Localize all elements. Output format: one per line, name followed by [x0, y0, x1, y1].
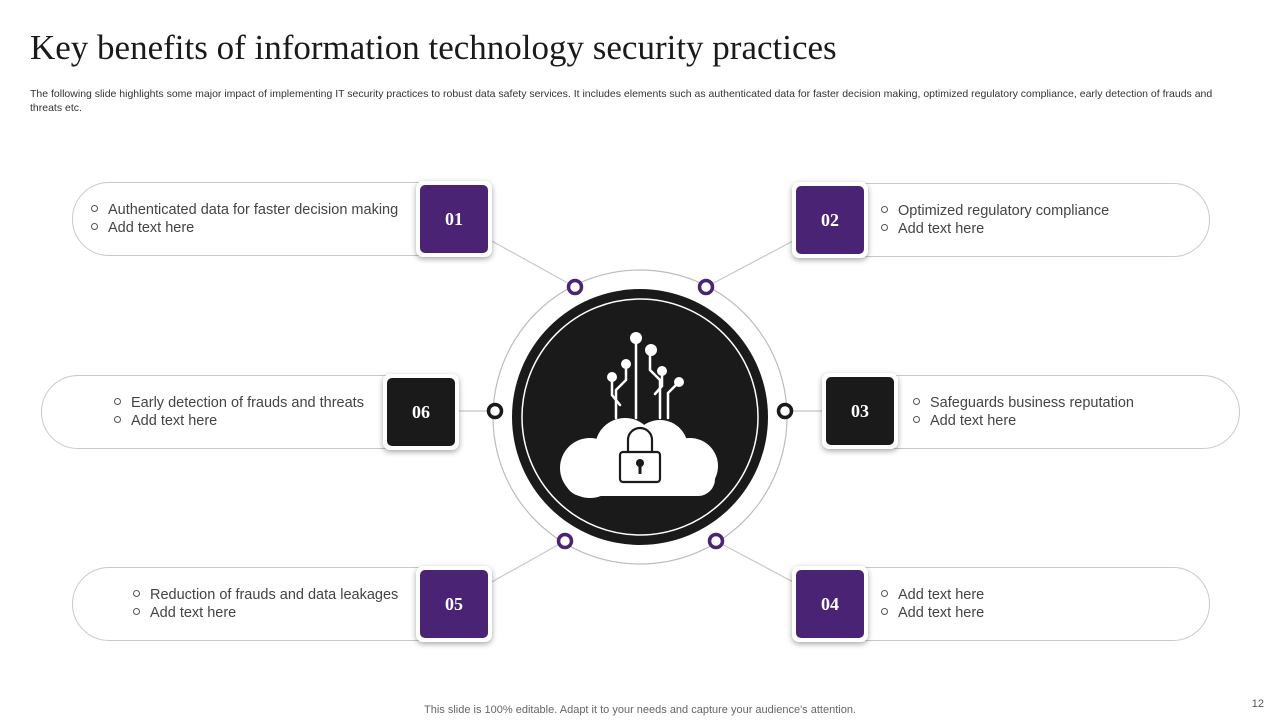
number-badge-05: 05: [416, 566, 492, 642]
connector-lines: [455, 239, 825, 584]
benefit-item: Add text here: [881, 220, 1109, 238]
badge-label: 06: [387, 378, 455, 446]
benefit-card-05: Reduction of frauds and data leakages Ad…: [72, 567, 472, 641]
ring-dot-icon: [486, 402, 504, 420]
benefit-card-04: Add text here Add text here: [808, 567, 1210, 641]
benefit-card-02: Optimized regulatory compliance Add text…: [808, 183, 1210, 257]
circle-bullet-icon: [881, 590, 888, 597]
benefit-text: Reduction of frauds and data leakages: [150, 587, 399, 603]
benefit-text: Authenticated data for faster decision m…: [108, 202, 399, 218]
benefit-card-01: Authenticated data for faster decision m…: [72, 182, 472, 256]
benefit-item: Early detection of frauds and threats: [114, 394, 364, 412]
center-disc: [512, 289, 768, 545]
circle-bullet-icon: [881, 608, 888, 615]
ring-dot-icon: [566, 278, 584, 296]
benefit-text: Safeguards business reputation: [930, 395, 1134, 411]
benefit-text: Add text here: [898, 221, 985, 237]
benefit-text: Add text here: [930, 413, 1017, 429]
badge-label: 05: [420, 570, 488, 638]
benefit-list: Reduction of frauds and data leakages Ad…: [133, 586, 398, 622]
benefit-list: Authenticated data for faster decision m…: [91, 201, 398, 237]
circle-bullet-icon: [114, 416, 121, 423]
circle-bullet-icon: [91, 205, 98, 212]
benefit-text: Add text here: [131, 413, 218, 429]
benefit-card-03: Safeguards business reputation Add text …: [840, 375, 1240, 449]
benefit-item: Authenticated data for faster decision m…: [91, 201, 398, 219]
circle-bullet-icon: [913, 416, 920, 423]
benefit-list: Safeguards business reputation Add text …: [913, 394, 1134, 430]
benefit-list: Early detection of frauds and threats Ad…: [114, 394, 364, 430]
number-badge-04: 04: [792, 566, 868, 642]
circle-bullet-icon: [91, 223, 98, 230]
slide-title: Key benefits of information technology s…: [30, 28, 837, 67]
benefit-item: Add text here: [91, 219, 398, 237]
benefit-item: Optimized regulatory compliance: [881, 202, 1109, 220]
badge-label: 03: [826, 377, 894, 445]
benefit-text: Early detection of frauds and threats: [131, 395, 364, 411]
benefit-item: Add text here: [114, 412, 364, 430]
benefit-text: Add text here: [150, 605, 237, 621]
ring-dot-icon: [556, 532, 574, 550]
slide-subtitle: The following slide highlights some majo…: [30, 88, 1213, 114]
ring-dot-icon: [776, 402, 794, 420]
benefit-item: Add text here: [133, 604, 398, 622]
number-badge-02: 02: [792, 182, 868, 258]
benefit-list: Add text here Add text here: [881, 586, 984, 622]
benefit-item: Add text here: [881, 586, 984, 604]
circle-bullet-icon: [913, 398, 920, 405]
number-badge-06: 06: [383, 374, 459, 450]
benefit-text: Add text here: [898, 605, 985, 621]
benefit-text: Add text here: [108, 220, 195, 236]
circle-bullet-icon: [881, 224, 888, 231]
benefit-text: Optimized regulatory compliance: [898, 203, 1110, 219]
benefit-item: Add text here: [881, 604, 984, 622]
benefit-card-06: Early detection of frauds and threats Ad…: [41, 375, 441, 449]
ring-dots: [486, 278, 794, 550]
ring-dot-icon: [697, 278, 715, 296]
circle-bullet-icon: [881, 206, 888, 213]
benefit-item: Safeguards business reputation: [913, 394, 1134, 412]
circle-bullet-icon: [133, 608, 140, 615]
cloud-lock-circuit-icon: [560, 332, 718, 498]
page-number: 12: [1251, 698, 1264, 710]
center-disc-inner-ring: [521, 298, 759, 536]
badge-label: 04: [796, 570, 864, 638]
benefit-item: Add text here: [913, 412, 1134, 430]
ring-dot-icon: [707, 532, 725, 550]
benefit-item: Reduction of frauds and data leakages: [133, 586, 398, 604]
benefit-list: Optimized regulatory compliance Add text…: [881, 202, 1109, 238]
circle-bullet-icon: [133, 590, 140, 597]
number-badge-01: 01: [416, 181, 492, 257]
badge-label: 01: [420, 185, 488, 253]
badge-label: 02: [796, 186, 864, 254]
number-badge-03: 03: [822, 373, 898, 449]
slide-footer: This slide is 100% editable. Adapt it to…: [424, 704, 856, 716]
benefit-text: Add text here: [898, 587, 985, 603]
circle-bullet-icon: [114, 398, 121, 405]
